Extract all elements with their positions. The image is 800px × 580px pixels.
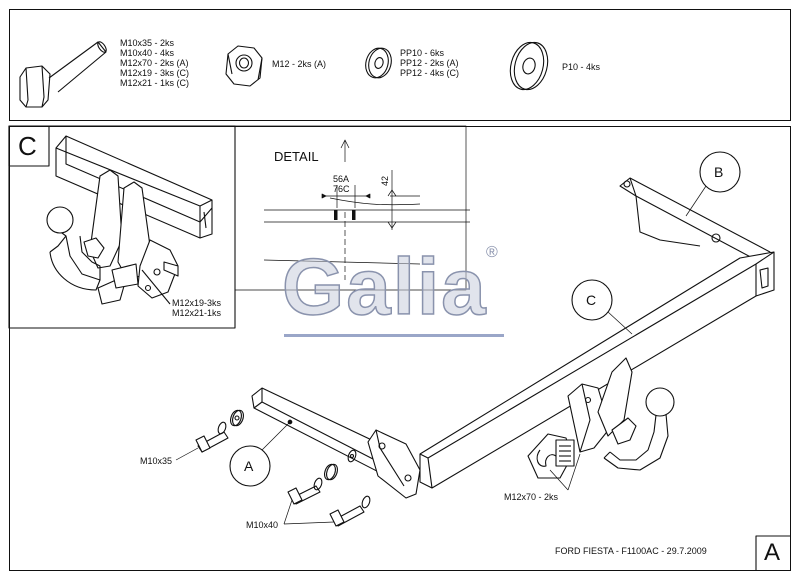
- callout-b-label: B: [714, 164, 724, 180]
- detail-bolt-label: M12x19-3ks M12x21-1ks: [172, 298, 222, 318]
- washer-small-list: PP10 - 6ks PP12 - 2ks (A) PP12 - 4ks (C): [400, 48, 460, 78]
- callout-m10x35: M10x35: [140, 456, 173, 466]
- detail-c-ball-hook: [46, 206, 105, 291]
- washer-large-list: P10 - 4ks: [562, 62, 601, 72]
- callout-a-circle: [229, 445, 271, 487]
- callout-a-label: A: [244, 458, 254, 474]
- washer-small-icon: [365, 47, 392, 79]
- bolt-icon: [19, 41, 107, 108]
- detail-c-letter-box: [8, 125, 50, 167]
- detail-c-box: [8, 125, 236, 329]
- main-cross-beam: [419, 251, 775, 489]
- bolt-list: M10x35 - 2ks M10x40 - 4ks M12x70 - 2ks (…: [120, 38, 190, 88]
- main-ball-hook: [603, 387, 675, 471]
- detail-dim-top: 56A: [333, 174, 350, 184]
- detail-c-bracket: [89, 169, 179, 299]
- washer-large-icon: [509, 41, 549, 91]
- callout-m10x40: M10x40: [246, 520, 279, 530]
- detail-section: [235, 125, 470, 291]
- detail-title: DETAIL: [274, 149, 319, 164]
- detail-c-leader: [141, 269, 171, 305]
- hitch-mount-plates: [567, 357, 633, 453]
- callout-c-label: C: [586, 292, 597, 308]
- sheet-letter-box: [755, 535, 791, 571]
- main-socket: [527, 433, 575, 479]
- detail-c-socket: [97, 263, 139, 305]
- nut-icon: [225, 45, 263, 87]
- drawing-panel: [9, 126, 791, 571]
- footer-caption: FORD FIESTA - F1100AC - 29.7.2009: [555, 546, 707, 556]
- detail-dim-side: 42: [380, 175, 390, 186]
- callout-c-circle: [571, 279, 613, 321]
- callout-b-circle: [699, 151, 741, 193]
- mounting-plate: [367, 429, 421, 499]
- sheet-letter: A: [764, 539, 781, 566]
- detail-dim-bottom: 76C: [333, 184, 350, 194]
- callout-m12x70: M12x70 - 2ks: [504, 492, 559, 502]
- nut-list: M12 - 2ks (A): [272, 59, 327, 69]
- side-bracket-b: [619, 177, 771, 269]
- hardware-panel: [9, 9, 791, 121]
- loose-bolts: [195, 409, 371, 527]
- detail-section-letter: C: [18, 131, 37, 161]
